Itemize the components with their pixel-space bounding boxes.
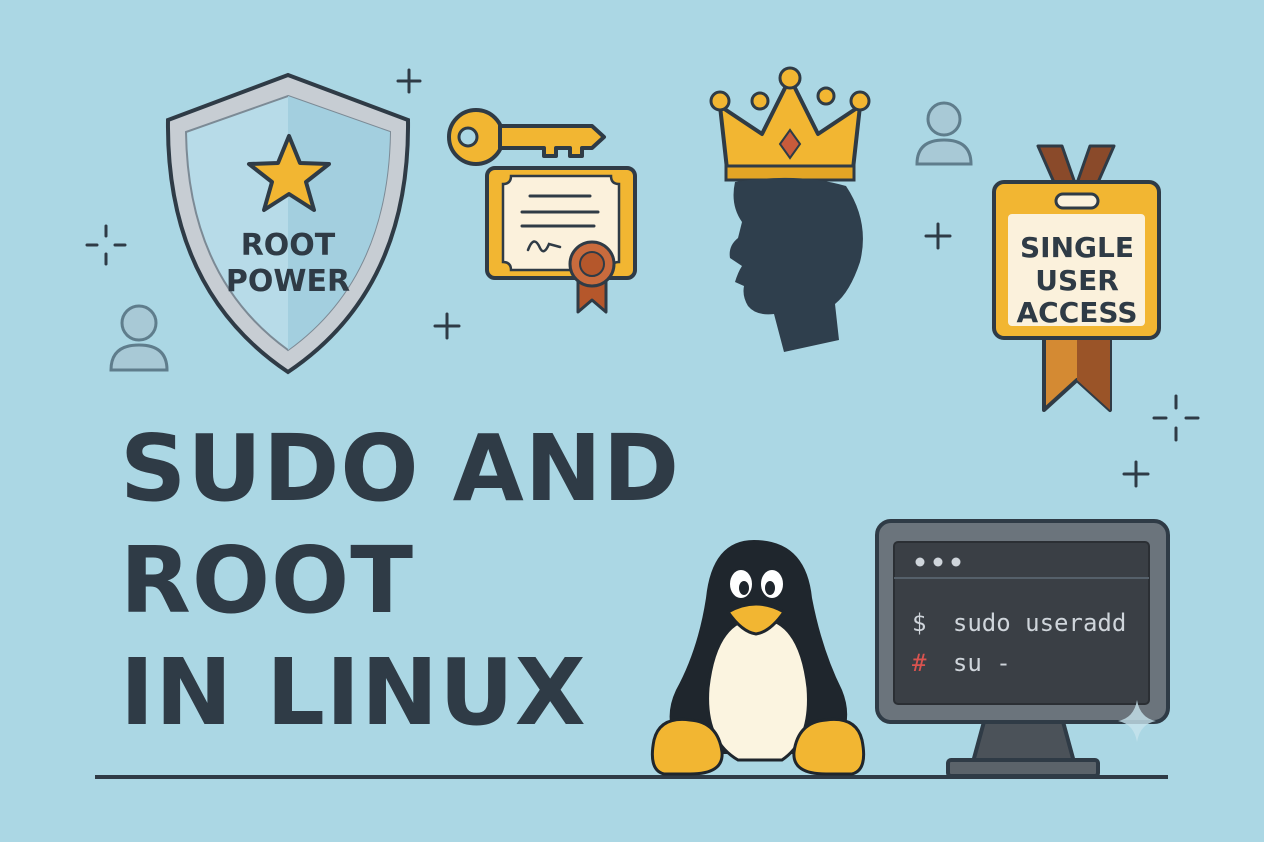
- sparkle-icon: [85, 224, 127, 266]
- terminal-prompt-root: #: [912, 649, 927, 677]
- key-icon: [447, 108, 606, 166]
- sparkle-icon: [1152, 394, 1200, 442]
- plus-icon: [1122, 460, 1150, 488]
- sparkle-icon: [1118, 700, 1156, 742]
- page-title: SUDO AND ROOT IN LINUX: [120, 415, 680, 746]
- badge-label-line1: SINGLE: [1020, 231, 1134, 264]
- plus-icon: [396, 68, 422, 94]
- terminal-command-2: su -: [953, 649, 1011, 677]
- terminal-prompt-user: $: [912, 609, 926, 637]
- monitor-icon: $ sudo useradd # su -: [875, 519, 1170, 778]
- head-silhouette-icon: [729, 177, 863, 352]
- terminal-command-1: sudo useradd: [953, 609, 1126, 637]
- badge-label-line3: ACCESS: [1017, 296, 1138, 329]
- terminal-line-1: $ sudo useradd: [912, 609, 1126, 637]
- plus-icon: [433, 312, 461, 340]
- shield-label-line1: ROOT: [241, 228, 336, 263]
- terminal-line-2: # su -: [912, 649, 1011, 677]
- title-line-1: SUDO AND: [120, 415, 680, 522]
- title-line-3: IN LINUX: [120, 639, 587, 746]
- title-line-2: ROOT: [120, 527, 414, 634]
- certificate-icon: [485, 166, 637, 314]
- penguin-icon: [650, 540, 866, 776]
- crown-icon: [709, 66, 871, 182]
- shield-icon: ROOT POWER: [165, 72, 411, 375]
- id-badge-icon: SINGLE USER ACCESS: [992, 144, 1161, 412]
- user-icon: [915, 101, 973, 166]
- star-icon: [247, 134, 331, 212]
- shield-label-line2: POWER: [226, 264, 350, 299]
- badge-label-line2: USER: [1035, 264, 1119, 297]
- user-icon: [109, 304, 169, 372]
- plus-icon: [924, 222, 952, 250]
